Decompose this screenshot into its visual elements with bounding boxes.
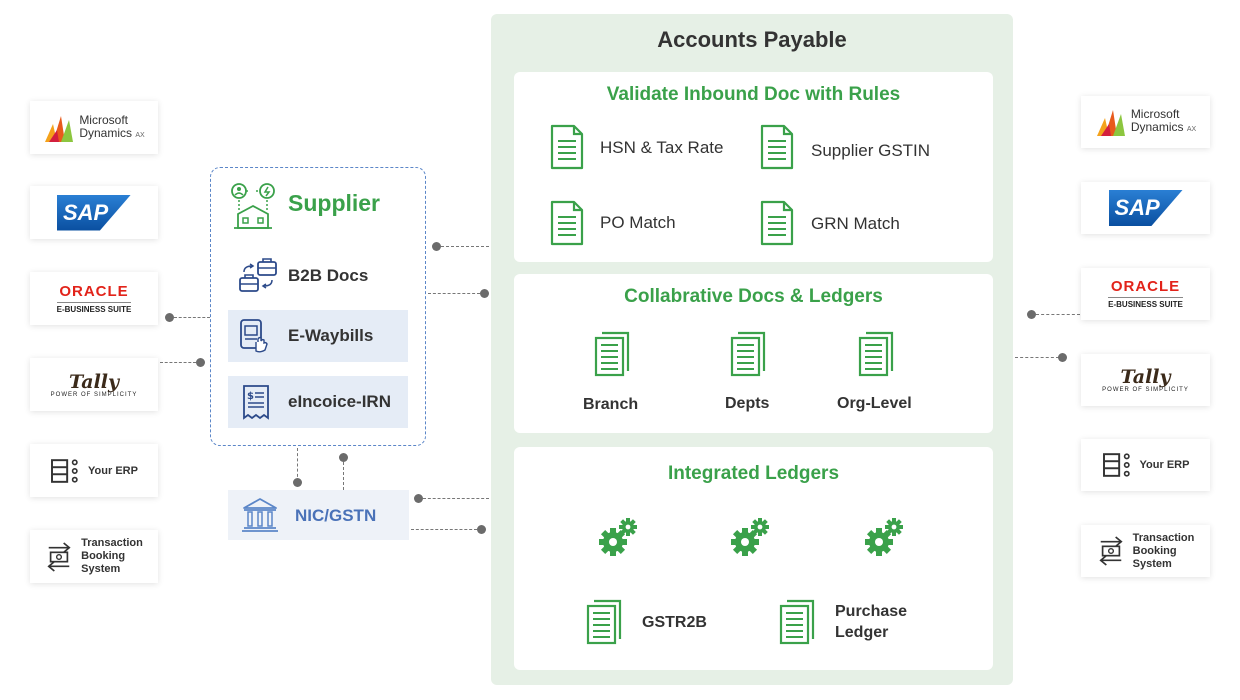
connector-dot	[196, 358, 205, 367]
svg-text:$: $	[247, 391, 254, 402]
collab-item-branch: Branch	[583, 396, 639, 413]
your-erp-card: Your ERP	[30, 444, 158, 497]
connector-dot	[432, 242, 441, 251]
bank-icon	[242, 498, 278, 532]
e-waybill-icon	[240, 319, 268, 353]
validate-card: Validate Inbound Doc with Rules HSN & Ta…	[514, 72, 993, 262]
erp-icon	[1102, 452, 1132, 478]
connector-dot	[477, 525, 486, 534]
microsoft-flag-icon	[43, 112, 75, 144]
documents-icon	[858, 331, 894, 377]
accounts-payable-title: Accounts Payable	[657, 27, 847, 52]
validate-title: Validate Inbound Doc with Rules	[606, 84, 901, 105]
document-icon	[550, 200, 584, 246]
connector-dot	[1027, 310, 1036, 319]
erp-icon	[50, 458, 80, 484]
connector-dot	[165, 313, 174, 322]
documents-icon	[779, 599, 815, 645]
e-waybills-label: E-Waybills	[288, 326, 374, 345]
gears-icon	[864, 517, 904, 557]
document-icon	[760, 200, 794, 246]
gears-icon	[598, 517, 638, 557]
collab-card: Collabrative Docs & Ledgers Branch Depts…	[514, 274, 993, 433]
your-erp-card: Your ERP	[1081, 439, 1210, 491]
sap-logo: SAP	[1081, 182, 1210, 234]
documents-icon	[594, 331, 630, 377]
connector-dot	[480, 289, 489, 298]
connector-dot	[339, 453, 348, 462]
nic-gstn-label: NIC/GSTN	[295, 506, 377, 525]
supplier-item-einvoice: $ eIncoice-IRN	[228, 376, 408, 428]
connector-line	[174, 317, 210, 318]
supplier-item-ewaybills: E-Waybills	[228, 310, 408, 362]
connector-dot	[414, 494, 423, 503]
integrated-item-purchase-ledger: Purchase Ledger	[835, 603, 908, 641]
supplier-icon	[231, 183, 275, 229]
connector-line	[297, 448, 298, 482]
integrated-card: Integrated Ledgers GSTR2B Purchase Ledge…	[514, 447, 993, 670]
document-icon	[550, 124, 584, 170]
supplier-item-b2b: B2B Docs	[228, 250, 408, 302]
connector-dot	[293, 478, 302, 487]
connector-line	[441, 246, 489, 247]
connector-line	[411, 529, 477, 530]
connector-line	[343, 462, 344, 490]
integrated-title: Integrated Ledgers	[667, 463, 840, 484]
validate-item-po: PO Match	[600, 213, 676, 232]
connector-line	[1015, 357, 1059, 358]
b2b-docs-label: B2B Docs	[288, 266, 369, 285]
collab-item-org-level: Org-Level	[837, 395, 912, 412]
connector-line	[1036, 314, 1080, 315]
validate-item-hsn: HSN & Tax Rate	[600, 138, 724, 157]
gears-icon	[730, 517, 770, 557]
transaction-icon	[45, 540, 73, 574]
integrated-item-gstr2b: GSTR2B	[642, 614, 707, 631]
supplier-box	[210, 167, 426, 446]
documents-icon	[586, 599, 622, 645]
connector-line	[428, 293, 480, 294]
connector-line	[160, 362, 196, 363]
invoice-icon: $	[243, 385, 269, 420]
collab-title: Collabrative Docs & Ledgers	[624, 286, 883, 307]
validate-item-grn: GRN Match	[811, 214, 900, 233]
connector-dot	[1058, 353, 1067, 362]
transaction-icon	[1097, 534, 1125, 568]
collab-item-depts: Depts	[725, 395, 770, 412]
b2b-docs-icon	[239, 258, 277, 292]
sap-logo: SAP	[30, 186, 158, 239]
validate-item-gstin: Supplier GSTIN	[811, 141, 931, 160]
microsoft-flag-icon	[1095, 106, 1127, 138]
einvoice-label: eIncoice-IRN	[288, 392, 391, 411]
documents-icon	[730, 331, 766, 377]
document-icon	[760, 124, 794, 170]
supplier-title: Supplier	[288, 190, 381, 216]
connector-line	[423, 498, 489, 499]
